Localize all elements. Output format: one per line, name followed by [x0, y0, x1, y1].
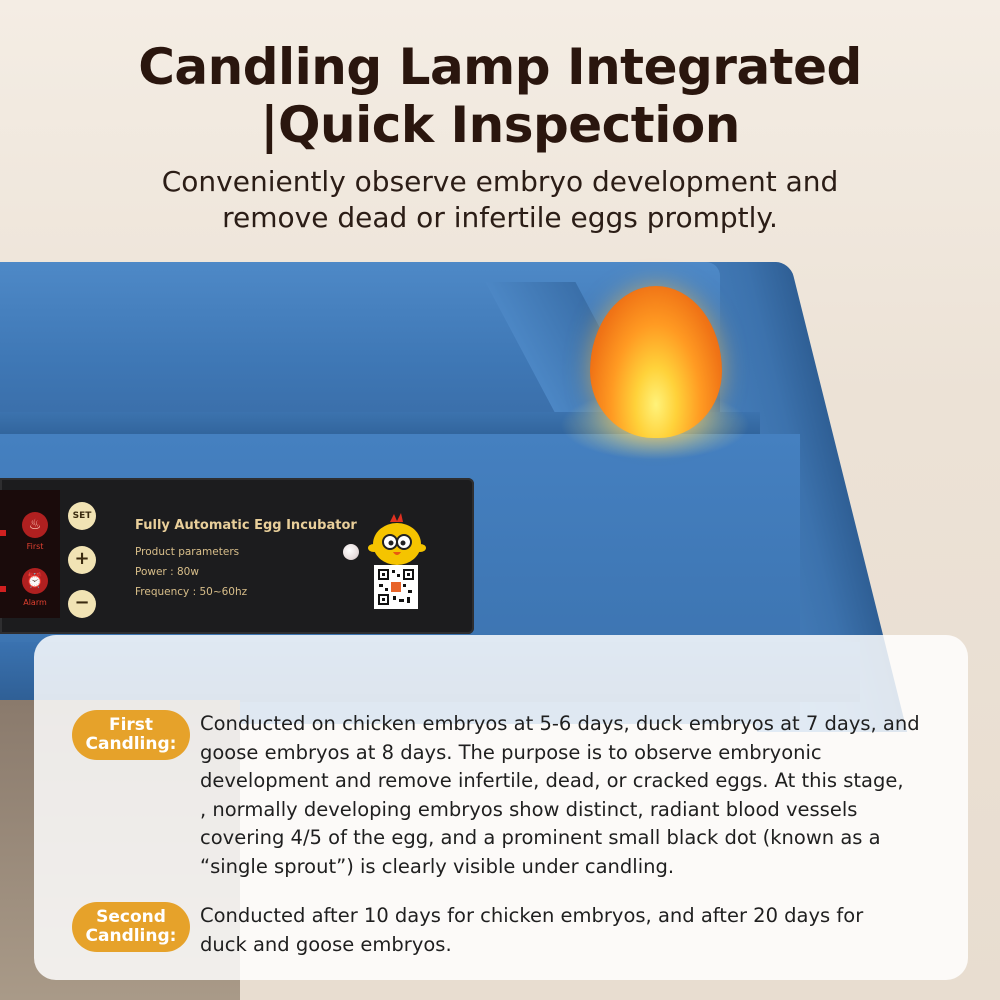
first-candling-line: “single sprout”) is clearly visible unde… — [200, 854, 675, 878]
panel-display: ♨ First ⏰ Alarm — [0, 490, 60, 618]
control-panel: ♨ First ⏰ Alarm SET + − Fully Automatic … — [0, 478, 474, 634]
subtitle-line2: remove dead or infertile eggs promptly. — [222, 201, 778, 234]
flame-icon: ♨ — [22, 512, 48, 538]
page-title-line2: |Quick Inspection — [260, 96, 740, 154]
display-alarm-label: Alarm — [23, 598, 47, 607]
set-button[interactable]: SET — [68, 502, 96, 530]
first-candling-line: , normally developing embryos show disti… — [200, 797, 858, 821]
first-candling-line: Conducted on chicken embryos at 5-6 days… — [200, 712, 920, 735]
first-candling-line: development and remove infertile, dead, … — [200, 769, 904, 792]
second-candling-text: Conducted after 10 days for chicken embr… — [200, 902, 940, 959]
power-spec: Power : 80w — [135, 566, 199, 578]
plus-button[interactable]: + — [68, 546, 96, 574]
first-candling-badge-line2: Candling: — [85, 734, 177, 754]
alarm-icon: ⏰ — [22, 568, 48, 594]
second-candling-line: duck and goose embryos. — [200, 932, 452, 956]
qr-code-icon — [374, 565, 418, 609]
display-segment — [0, 530, 6, 536]
param-heading: Product parameters — [135, 546, 240, 558]
second-candling-line: Conducted after 10 days for chicken embr… — [200, 904, 864, 927]
second-candling-badge-line1: Second — [96, 907, 166, 927]
first-candling-text: Conducted on chicken embryos at 5-6 days… — [200, 710, 940, 881]
first-candling-line: goose embryos at 8 days. The purpose is … — [200, 740, 822, 764]
second-candling-badge: Second Candling: — [72, 902, 190, 952]
first-candling-badge-line1: First — [108, 715, 154, 735]
display-segment — [0, 586, 6, 592]
chick-mascot-icon — [368, 513, 426, 565]
minus-button[interactable]: − — [68, 590, 96, 618]
display-first-label: First — [26, 542, 44, 551]
page-title-line1: Candling Lamp Integrated — [138, 38, 862, 96]
indicator-light — [343, 544, 359, 560]
second-candling-badge-line2: Candling: — [85, 926, 177, 946]
subtitle-line1: Conveniently observe embryo development … — [161, 165, 839, 198]
first-candling-line: covering 4/5 of the egg, and a prominent… — [200, 826, 881, 849]
candled-egg-icon — [590, 286, 722, 438]
header: Candling Lamp Integrated |Quick Inspecti… — [0, 38, 1000, 236]
product-title: Fully Automatic Egg Incubator — [135, 518, 357, 533]
first-candling-badge: First Candling: — [72, 710, 190, 760]
frequency-spec: Frequency : 50~60hz — [135, 586, 248, 598]
